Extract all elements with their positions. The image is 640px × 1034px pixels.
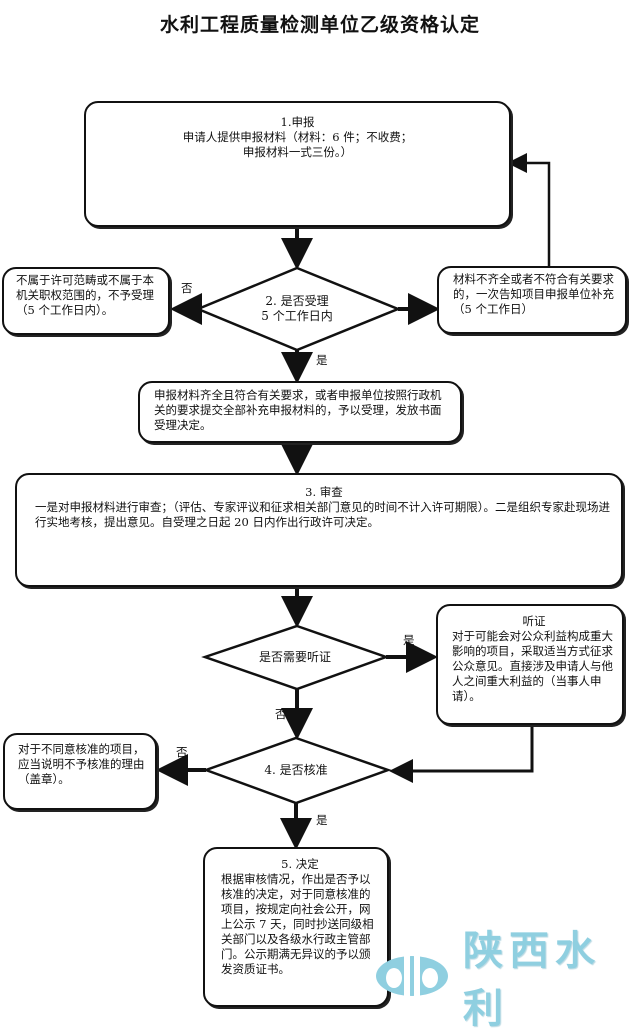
- accept-decision-line-1: 2. 是否受理: [265, 294, 329, 308]
- review-heading: 3. 审查: [305, 485, 343, 499]
- deny-box: 对于不同意核准的项目，应当说明不予核准的理由（盖章）。: [3, 733, 157, 810]
- apply-line-1: 申请人提供申报材料（材料：6 件；不收费；: [182, 130, 413, 144]
- page-title: 水利工程质量检测单位乙级资格认定: [159, 14, 480, 36]
- apply-heading: 1.申报: [280, 115, 315, 129]
- decision-text: 根据审核情况，作出是否予以核准的决定，对于同意核准的项目，按规定向社会公开，网上…: [221, 872, 374, 976]
- hearing-text: 对于可能会对公众利益构成重大影响的项目，采取适当方式征求公众意见。直接涉及申请人…: [452, 629, 613, 703]
- hearing-decision-text: 是否需要听证: [258, 650, 331, 664]
- accept-decision-line-2: 5 个工作日内: [261, 309, 333, 323]
- supplement-text: 材料不齐全或者不符合有关要求的，一次告知项目申报单位补充（5 个工作日）: [453, 272, 614, 316]
- hearing-heading: 听证: [522, 614, 546, 628]
- decision-heading: 5. 决定: [281, 857, 319, 871]
- accepted-text: 申报材料齐全且符合有关要求，或者申报单位按照行政机关的要求提交全部补充申报材料的…: [154, 388, 442, 432]
- approve-decision-text: 4. 是否核准: [264, 763, 328, 777]
- reject-text: 不属于许可范畴或不属于本机关职权范围的，不予受理（5 个工作日内）。: [16, 273, 154, 317]
- watermark-text: 陕西水利: [462, 928, 601, 1032]
- apply-line-2: 申报材料一式三份。）: [242, 145, 353, 159]
- edge-label-approve-no: 否: [176, 745, 188, 759]
- edge-label-hearing-no: 否: [275, 707, 287, 721]
- accepted-box: 申报材料齐全且符合有关要求，或者申报单位按照行政机关的要求提交全部补充申报材料的…: [138, 381, 462, 443]
- review-text: 一是对申报材料进行审查；（评估、专家评议和征求相关部门意见的时间不计入许可期限）…: [35, 500, 610, 529]
- deny-text: 对于不同意核准的项目，应当说明不予核准的理由（盖章）。: [18, 742, 145, 786]
- flow-connectors: [156, 153, 551, 850]
- reject-box: 不属于许可范畴或不属于本机关职权范围的，不予受理（5 个工作日内）。: [2, 267, 170, 335]
- hearing-box: 听证 对于可能会对公众利益构成重大影响的项目，采取适当方式征求公众意见。直接涉及…: [436, 604, 624, 725]
- edge-label-accept-yes: 是: [316, 353, 328, 367]
- edge-label-hearing-yes: 是: [403, 633, 415, 647]
- accept-decision-text: 2. 是否受理 5 个工作日内: [222, 294, 372, 324]
- edge-label-accept-no: 否: [181, 281, 193, 295]
- supplement-box: 材料不齐全或者不符合有关要求的，一次告知项目申报单位补充（5 个工作日）: [437, 266, 627, 334]
- decision-box: 5. 决定 根据审核情况，作出是否予以核准的决定，对于同意核准的项目，按规定向社…: [203, 847, 389, 1007]
- water-logo-icon: [376, 956, 448, 998]
- watermark: 陕西水利: [372, 928, 640, 1032]
- edge-label-approve-yes: 是: [316, 813, 328, 827]
- review-box: 3. 审查 一是对申报材料进行审查；（评估、专家评议和征求相关部门意见的时间不计…: [15, 473, 623, 587]
- arrow-supplement-to-apply: [507, 153, 551, 268]
- arrow-hearing-box-to-approve: [389, 726, 534, 783]
- apply-box: 1.申报 申请人提供申报材料（材料：6 件；不收费； 申报材料一式三份。）: [84, 101, 511, 227]
